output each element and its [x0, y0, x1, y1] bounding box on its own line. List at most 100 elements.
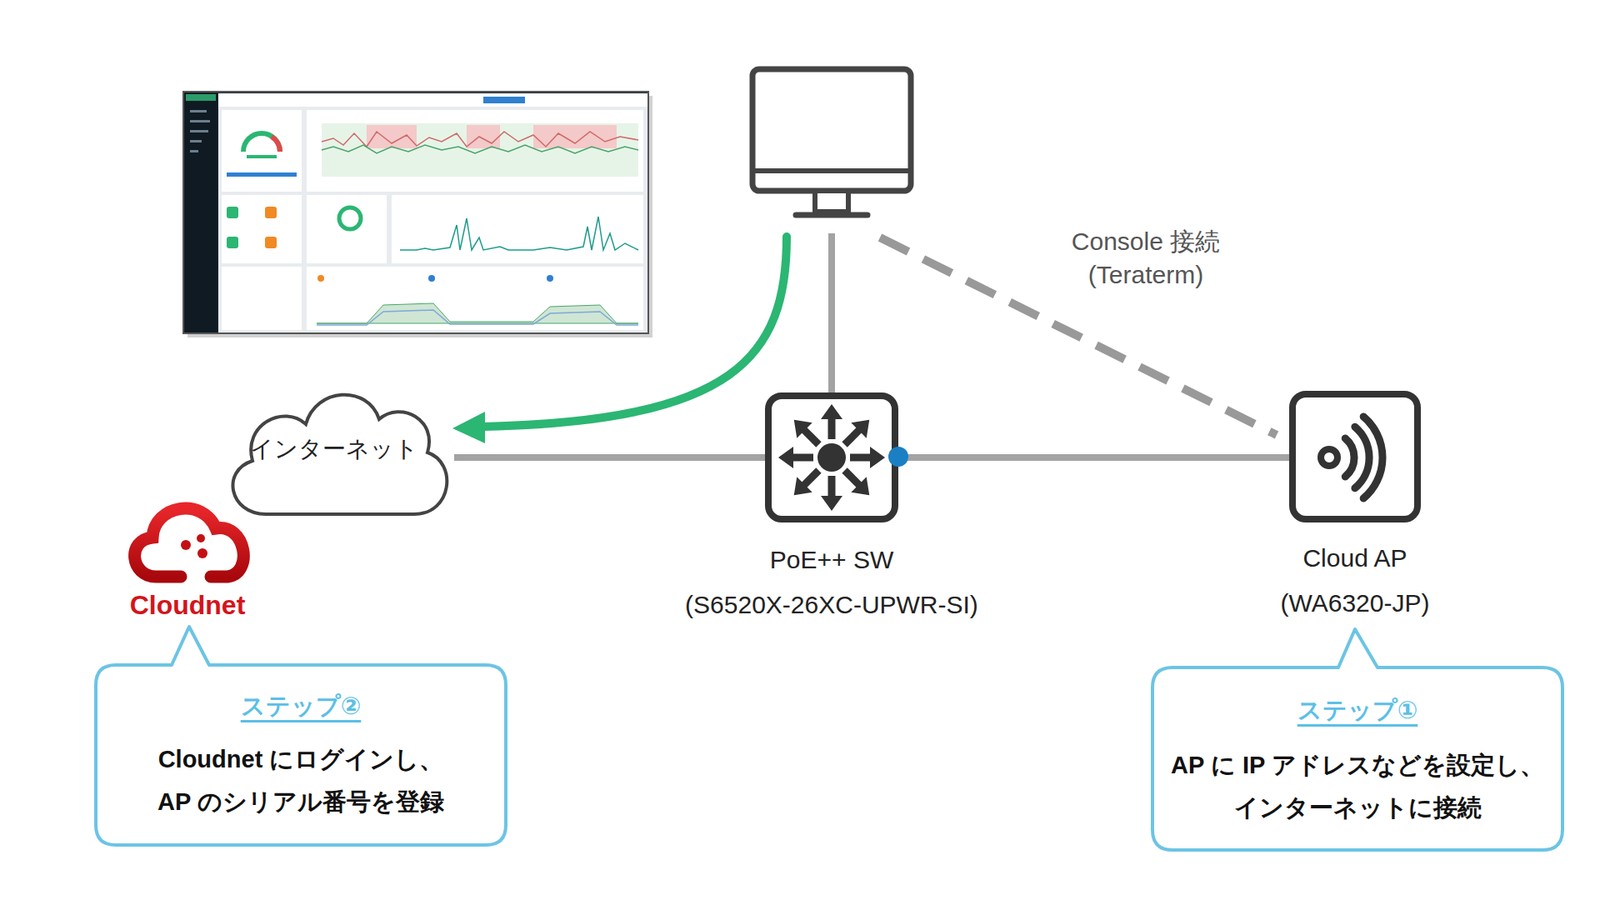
- arrow-shaft: [828, 415, 836, 440]
- switch-node: PoE++ SW(S6520X-26XC-UPWR-SI): [765, 392, 899, 523]
- switch-core: [817, 443, 846, 472]
- device-model: (WA6320-JP): [1180, 587, 1530, 620]
- arrow-head: [820, 404, 843, 420]
- brand-name: Cloudnet: [79, 588, 296, 622]
- chart-band: [533, 125, 617, 149]
- monitor-neck: [815, 190, 849, 212]
- step-description: Cloudnet にログインし、 AP のシリアル番号を登録: [140, 738, 462, 824]
- logo-dot: [180, 540, 191, 550]
- donut-chart: [339, 207, 361, 230]
- switch-arrow: [786, 462, 827, 503]
- screenshot-frame: [183, 91, 649, 334]
- access-arrow: [483, 236, 787, 427]
- access-arrowhead: [452, 411, 485, 444]
- cloudnet-node: Cloudnet: [120, 490, 255, 590]
- arrow-head: [786, 412, 813, 439]
- arrow-shaft: [828, 475, 836, 500]
- switch-arrow: [820, 404, 843, 440]
- panel: [306, 266, 644, 330]
- monitor-chin: [752, 168, 911, 174]
- arrow-shaft: [802, 428, 820, 445]
- gauge-label: [246, 155, 277, 159]
- connection-label: Console 接続 (Teraterm): [1058, 225, 1234, 292]
- chart-band: [366, 125, 417, 149]
- menu-item: [190, 110, 207, 113]
- logo-dot: [196, 534, 205, 543]
- client-trend-line: [316, 310, 639, 325]
- switch-arrow: [786, 412, 827, 453]
- switch-arrow: [836, 412, 877, 453]
- ap-node: Cloud AP(WA6320-JP): [1289, 390, 1421, 523]
- network-link: [898, 454, 1290, 461]
- switch-frame: [768, 395, 895, 520]
- screenshot-content: [218, 93, 648, 333]
- port-dot: [888, 446, 909, 467]
- panel: [391, 195, 644, 264]
- arrow-head: [778, 446, 794, 469]
- stat-icon: [265, 236, 277, 249]
- callout-outline: [1152, 629, 1563, 850]
- callout-node: ステップ① AP に IP アドレスなどを設定し、 インターネットに接続: [1150, 627, 1565, 852]
- ap-frame: [1292, 394, 1418, 520]
- client-trend-area: [316, 303, 639, 324]
- switch-arrow: [820, 475, 843, 511]
- switch-arrow: [850, 446, 885, 469]
- stat-icon: [226, 236, 239, 249]
- network-link: [454, 454, 765, 461]
- pc-monitor-icon: [752, 69, 911, 215]
- screenshot-sidebar: [184, 92, 218, 333]
- panel: [221, 195, 302, 264]
- chart-line: [321, 145, 639, 154]
- health-gauge: [271, 136, 280, 152]
- panel: [221, 110, 302, 192]
- dashboard-screenshot: [183, 91, 653, 338]
- screenshot-button: [483, 96, 525, 104]
- step-title: ステップ①: [1150, 694, 1565, 726]
- lan-cable: [828, 233, 835, 393]
- monitor-screen: [752, 69, 911, 191]
- wave-arc: [1345, 438, 1355, 477]
- switch-icon: [765, 392, 899, 523]
- stat-icon: [265, 206, 277, 219]
- arrow-head: [870, 446, 885, 469]
- panel: [221, 266, 302, 330]
- arrow-shaft: [850, 454, 874, 462]
- wave-arc: [1355, 426, 1370, 489]
- switch-arrow: [836, 462, 877, 503]
- legend-dot: [317, 275, 325, 282]
- arrow-shaft: [845, 470, 862, 488]
- logo-dot: [197, 548, 208, 559]
- chart-band: [466, 125, 500, 149]
- stat-icon: [226, 206, 239, 219]
- console-cable: [880, 237, 1277, 435]
- step-description: AP に IP アドレスなどを設定し、 インターネットに接続: [1161, 744, 1554, 830]
- panel: [306, 195, 387, 264]
- legend-dot: [428, 275, 435, 282]
- screenshot-shadow: [187, 95, 653, 338]
- arrow-shaft: [845, 428, 862, 445]
- arrow-head: [820, 495, 843, 511]
- access-point-icon: [1289, 390, 1421, 523]
- health-bar: [226, 172, 297, 177]
- switch-arrow: [778, 446, 814, 469]
- screenshot-logo: [185, 94, 216, 101]
- callout-outline: [95, 626, 506, 845]
- arrow-head: [850, 412, 877, 439]
- wave-arc: [1363, 416, 1383, 499]
- chart-line: [321, 131, 639, 147]
- arrow-head: [850, 476, 877, 503]
- panel: [306, 110, 644, 192]
- arrow-head: [786, 476, 813, 503]
- menu-item: [190, 120, 210, 123]
- step-title: ステップ②: [94, 690, 508, 722]
- screenshot-topbar: [218, 93, 648, 107]
- cloud-label: インターネット: [214, 434, 455, 465]
- device-name: PoE++ SW: [656, 544, 1007, 576]
- logo-cloud: [135, 508, 245, 577]
- ap-dot: [1320, 449, 1338, 466]
- device-name: Cloud AP: [1180, 542, 1530, 575]
